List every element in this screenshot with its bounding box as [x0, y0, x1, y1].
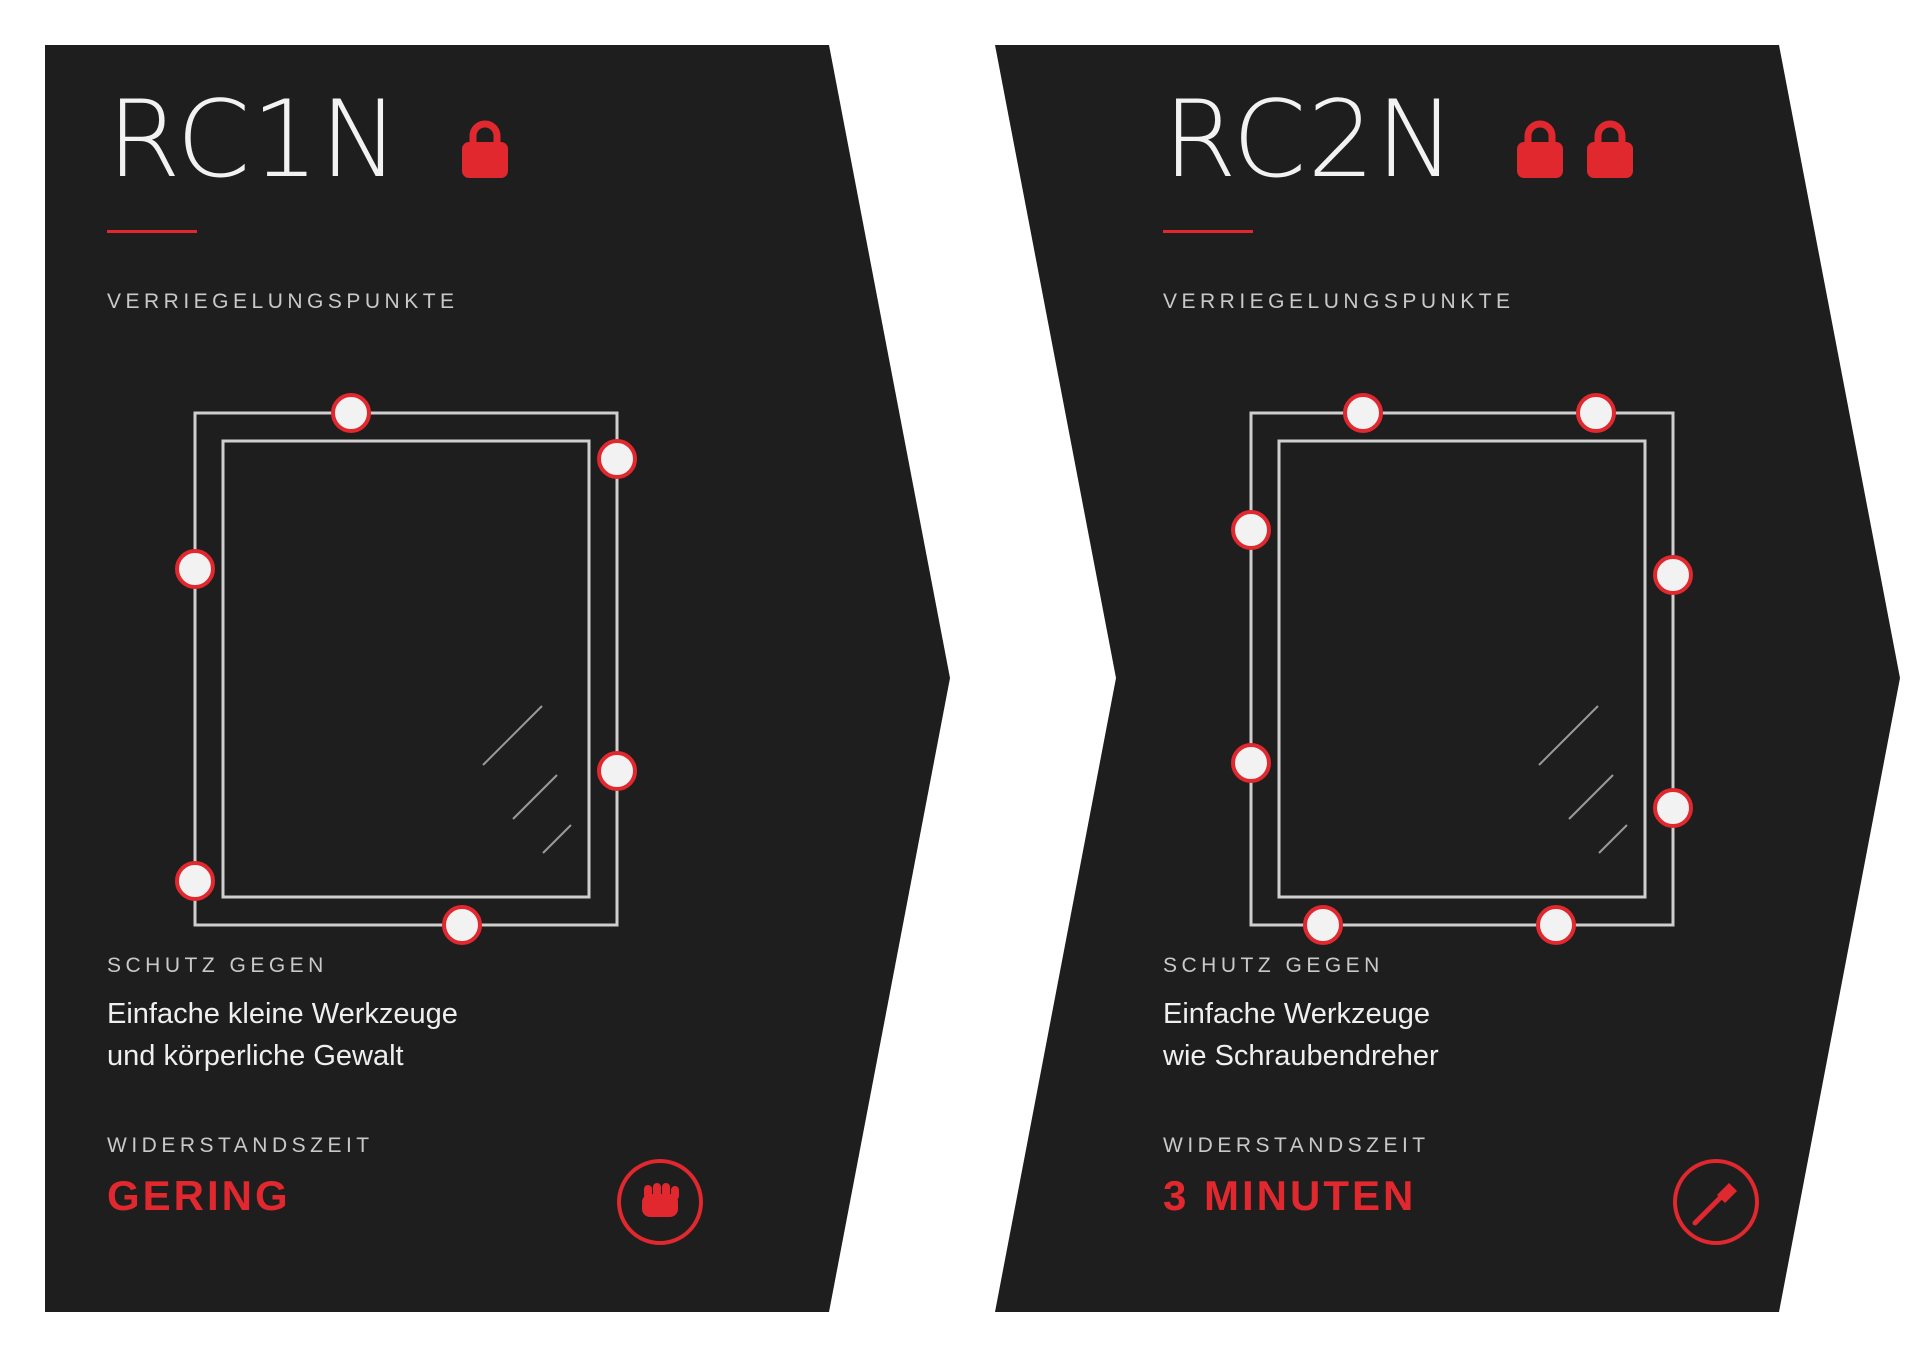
- locking-points-label: VERRIEGELUNGSPUNKTE: [107, 290, 459, 313]
- locking-point: [331, 393, 371, 433]
- screwdriver-icon: [1673, 1159, 1759, 1245]
- panel-title: RC1N: [107, 78, 401, 201]
- window-inner-frame: [1277, 439, 1647, 899]
- locking-point: [1343, 393, 1383, 433]
- locking-point: [1653, 555, 1693, 595]
- protection-description: Einfache kleine Werkzeuge und körperlich…: [107, 993, 627, 1077]
- protection-label: SCHUTZ GEGEN: [107, 954, 328, 977]
- padlock-icon: [1515, 116, 1565, 180]
- panel-rc1n: RC1N VERRIEGELUNGSPUNKTE: [45, 45, 950, 1312]
- locking-point: [1303, 905, 1343, 945]
- locking-point: [1576, 393, 1616, 433]
- locking-point: [597, 751, 637, 791]
- window-outer-frame: [1249, 411, 1675, 927]
- locking-point: [1231, 510, 1271, 550]
- locking-points: [175, 393, 637, 945]
- protection-line: und körperliche Gewalt: [107, 1040, 404, 1072]
- locking-point: [175, 549, 215, 589]
- lock-icons: [460, 116, 510, 180]
- protection-line: wie Schraubendreher: [1163, 1040, 1439, 1072]
- locking-point: [442, 905, 482, 945]
- panel-title: RC2N: [1163, 78, 1457, 201]
- protection-line: Einfache kleine Werkzeuge: [107, 998, 458, 1030]
- glass-reflection-icon: [482, 705, 572, 854]
- resistance-label: WIDERSTANDSZEIT: [107, 1134, 374, 1157]
- locking-point: [597, 439, 637, 479]
- panel-rc2n: RC2N VERRIEGELUNGSPUNKTE: [995, 45, 1900, 1312]
- locking-point: [1231, 743, 1271, 783]
- window-diagram: [175, 393, 637, 945]
- fist-icon: [617, 1159, 703, 1245]
- padlock-icon: [1585, 116, 1635, 180]
- locking-point: [1653, 788, 1693, 828]
- accent-line: [107, 230, 197, 233]
- locking-point: [1536, 905, 1576, 945]
- window-outer-frame: [193, 411, 619, 927]
- lock-icons: [1515, 116, 1635, 180]
- resistance-label: WIDERSTANDSZEIT: [1163, 1134, 1430, 1157]
- resistance-value: GERING: [107, 1172, 291, 1219]
- window-inner-frame: [221, 439, 591, 899]
- window-diagram: [1231, 393, 1693, 945]
- padlock-icon: [460, 116, 510, 180]
- protection-line: Einfache Werkzeuge: [1163, 998, 1431, 1030]
- locking-points: [1231, 393, 1693, 945]
- resistance-value: 3 MINUTEN: [1163, 1172, 1417, 1219]
- accent-line: [1163, 230, 1253, 233]
- locking-points-label: VERRIEGELUNGSPUNKTE: [1163, 290, 1515, 313]
- protection-description: Einfache Werkzeuge wie Schraubendreher: [1163, 993, 1683, 1077]
- locking-point: [175, 861, 215, 901]
- protection-label: SCHUTZ GEGEN: [1163, 954, 1384, 977]
- glass-reflection-icon: [1538, 705, 1628, 854]
